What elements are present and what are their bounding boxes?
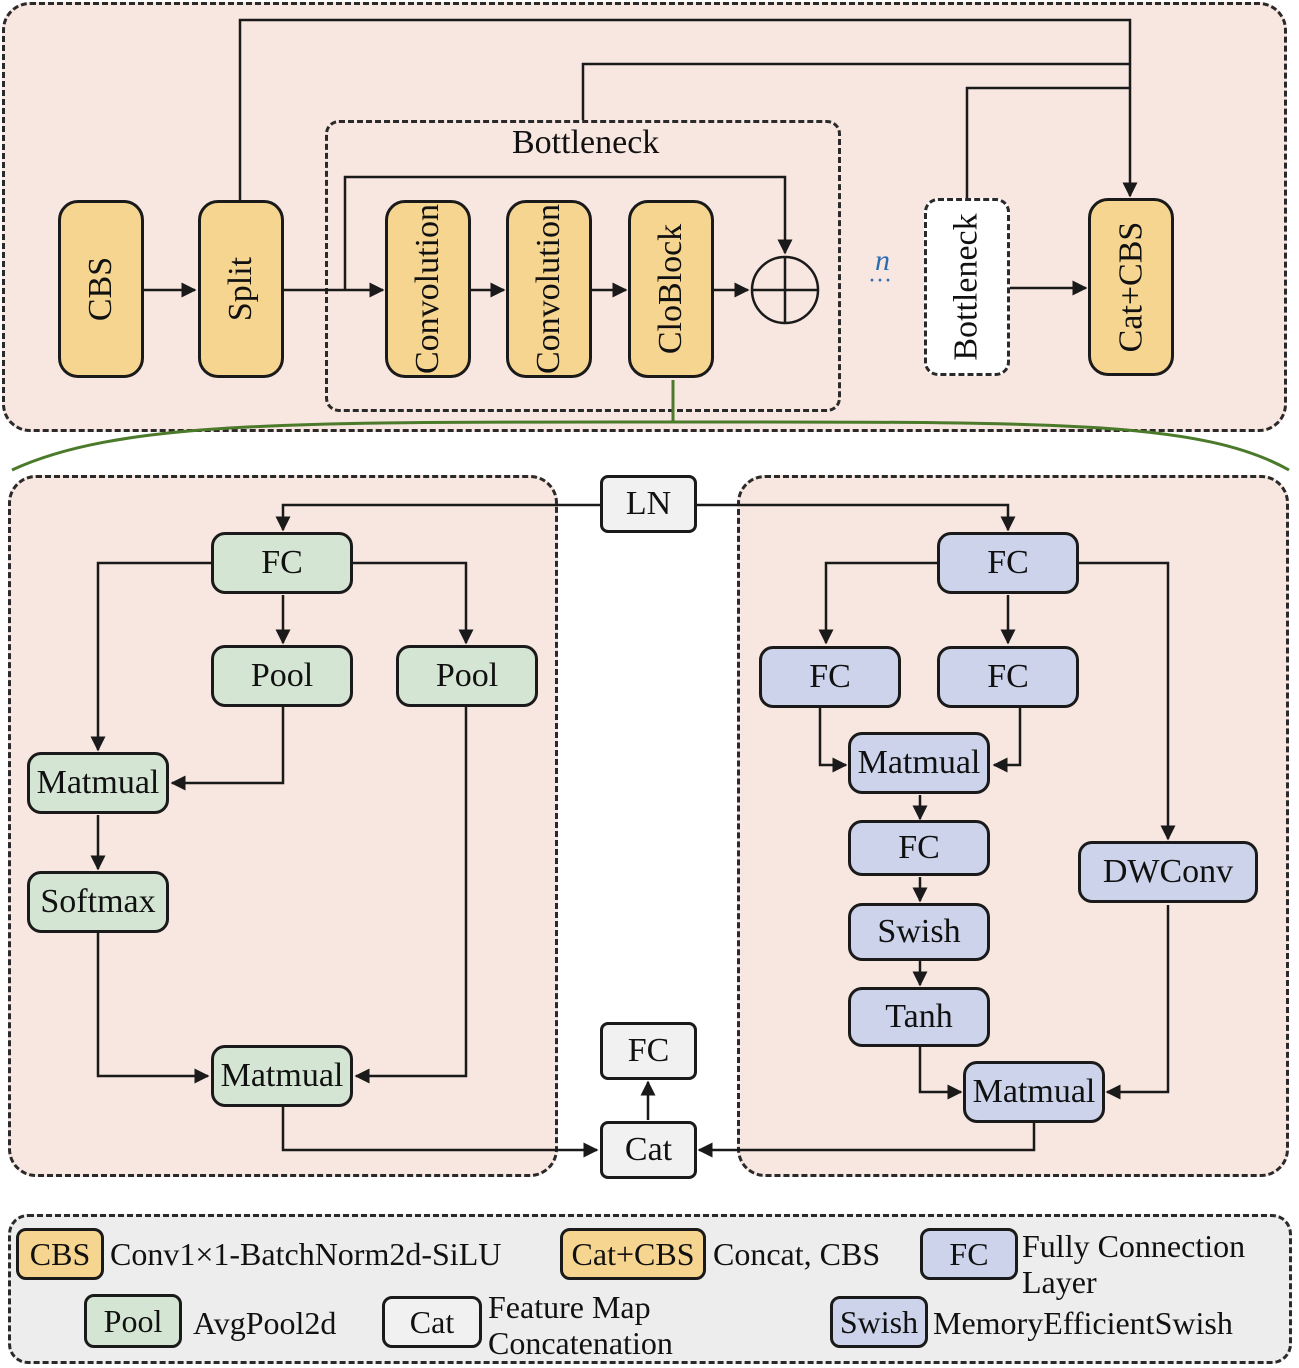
cat-block: Cat xyxy=(600,1121,697,1179)
softmax-block: Softmax xyxy=(27,871,169,933)
legend-cat-desc-2: Concatenation xyxy=(488,1325,673,1361)
bottleneck-repeat-block: Bottleneck xyxy=(924,198,1010,376)
dwconv-block: DWConv xyxy=(1078,841,1258,903)
legend-cbs-desc: Conv1×1-BatchNorm2d-SiLU xyxy=(110,1236,502,1272)
left-matmual-block-2: Matmual xyxy=(211,1045,353,1107)
right-fc-b-block: FC xyxy=(937,646,1079,708)
legend-cat-desc-1: Feature Map xyxy=(488,1289,651,1325)
legend-pool-desc: AvgPool2d xyxy=(193,1305,337,1341)
repeat-n-label: n xyxy=(875,244,890,277)
left-matmual-block-1: Matmual xyxy=(27,752,169,814)
cat-cbs-block: Cat+CBS xyxy=(1088,198,1174,376)
legend-fc-desc-2: Layer xyxy=(1022,1264,1097,1300)
left-pool-block-2: Pool xyxy=(396,645,538,707)
legend-swish-key: Swish xyxy=(830,1296,928,1348)
legend-catcbs-key: Cat+CBS xyxy=(560,1228,706,1280)
legend-fc-desc-1: Fully Connection xyxy=(1022,1228,1246,1264)
left-fc-block: FC xyxy=(211,532,353,594)
right-matmual-block-1: Matmual xyxy=(848,732,990,794)
legend-catcbs-desc: Concat, CBS xyxy=(713,1236,881,1272)
legend-swish-desc: MemoryEfficientSwish xyxy=(933,1305,1233,1341)
cloblock-block: CloBlock xyxy=(628,200,714,378)
right-fc-a-block: FC xyxy=(759,646,901,708)
split-block: Split xyxy=(198,200,284,378)
ln-block: LN xyxy=(600,475,697,533)
right-fc-c-block: FC xyxy=(848,820,990,876)
right-matmual-block-2: Matmual xyxy=(963,1061,1105,1123)
repeat-dots: ··· xyxy=(868,268,892,294)
fc-output-block: FC xyxy=(600,1022,697,1080)
left-pool-block-1: Pool xyxy=(211,645,353,707)
legend-cbs-key: CBS xyxy=(16,1228,104,1280)
legend-cat-key: Cat xyxy=(382,1296,482,1348)
swish-block: Swish xyxy=(848,903,990,961)
bottleneck-container xyxy=(325,120,841,412)
bottleneck-title: Bottleneck xyxy=(512,124,660,161)
tanh-block: Tanh xyxy=(848,987,990,1047)
legend-pool-key: Pool xyxy=(84,1294,182,1348)
legend-fc-key: FC xyxy=(920,1228,1018,1280)
right-fc-top-block: FC xyxy=(937,532,1079,594)
cbs-block: CBS xyxy=(58,200,144,378)
convolution-block-2: Convolution xyxy=(506,200,592,378)
convolution-block-1: Convolution xyxy=(385,200,471,378)
